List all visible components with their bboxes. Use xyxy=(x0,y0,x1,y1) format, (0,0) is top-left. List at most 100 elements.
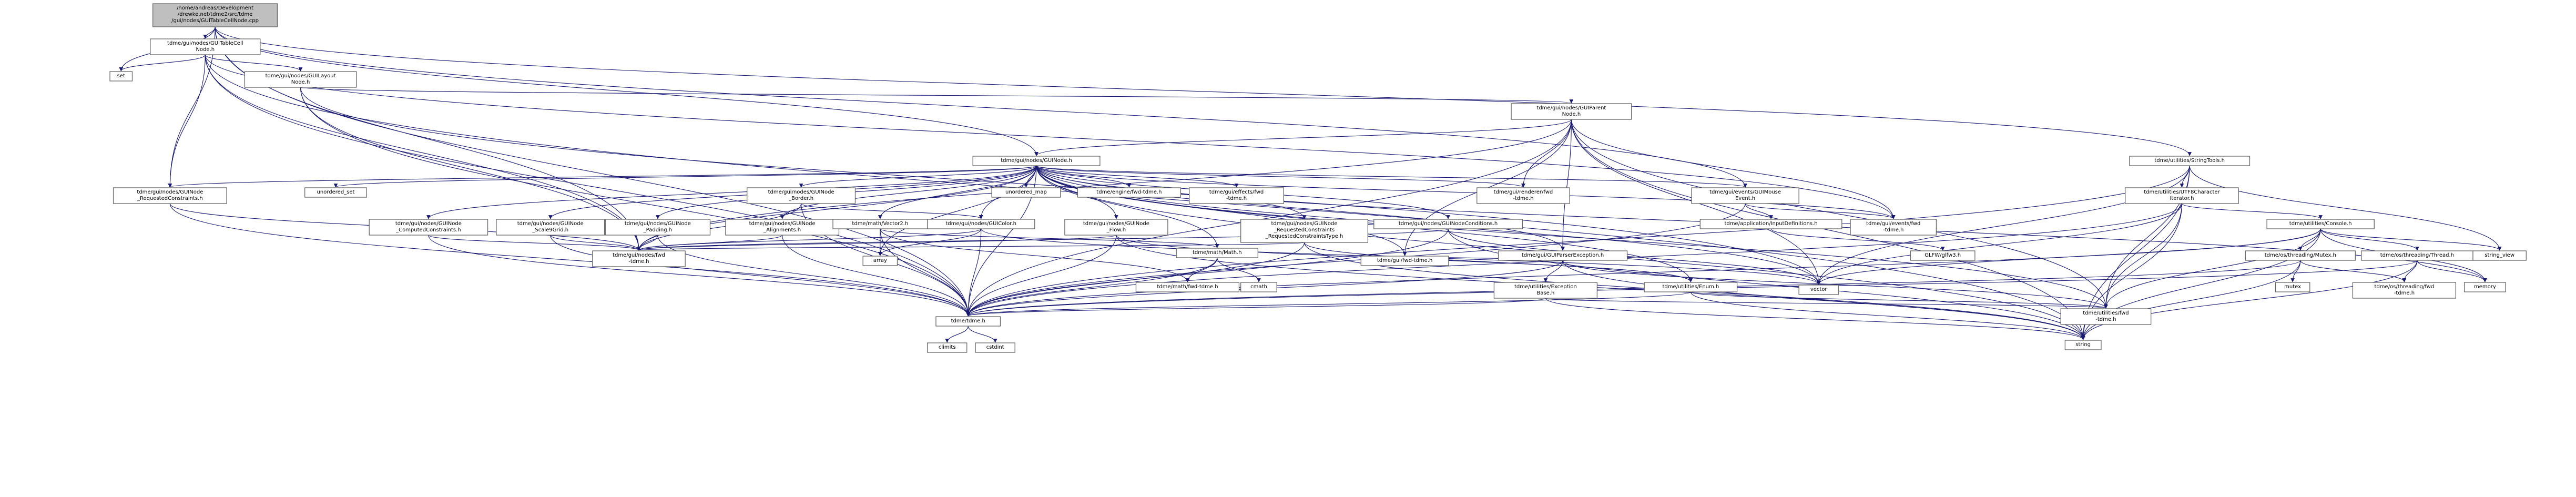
node-box xyxy=(1240,219,1369,243)
node-box xyxy=(1360,256,1449,266)
node-label: tdme/gui/nodes/GUINode xyxy=(625,221,691,227)
graph-node-reqcontype[interactable]: tdme/gui/nodes/GUINode_RequestedConstrai… xyxy=(1240,219,1369,243)
graph-node-nodeconds[interactable]: tdme/gui/nodes/GUINodeConditions.h xyxy=(1373,219,1523,229)
node-label: mutex xyxy=(2284,284,2301,290)
graph-node-mathfwd[interactable]: tdme/math/fwd-tdme.h xyxy=(1135,282,1240,292)
edge-inputdefs-to-glfw xyxy=(1770,228,1945,251)
node-box xyxy=(605,219,711,236)
node-box xyxy=(1644,282,1738,292)
node-box xyxy=(1511,103,1632,120)
node-label: _RequestedConstraints.h xyxy=(137,196,203,201)
edge-root-to-nodesfwd xyxy=(215,26,641,251)
node-label: -tdme.h xyxy=(1226,196,1247,201)
edge-exbase-to-utilfwd xyxy=(1545,298,2107,309)
edge-guicolor-to-array xyxy=(878,228,982,256)
node-label: tdme/gui/nodes/GUINode xyxy=(137,189,203,195)
graph-node-eventsfwd[interactable]: tdme/gui/events/fwd-tdme.h xyxy=(1850,219,1937,236)
graph-node-console[interactable]: tdme/utilities/Console.h xyxy=(2266,219,2375,229)
node-label: tdme/gui/GUIParserException.h xyxy=(1522,252,1604,258)
edge-guinode-to-rendererfwd xyxy=(1036,165,1525,188)
node-label: array xyxy=(873,258,887,263)
graph-node-tablecell[interactable]: tdme/gui/nodes/GUITableCellNode.h xyxy=(150,38,261,55)
graph-node-mutex_h[interactable]: tdme/os/threading/Mutex.h xyxy=(2245,250,2356,261)
node-label: unordered_set xyxy=(317,189,355,195)
node-label: -tdme.h xyxy=(1513,196,1533,201)
edge-root-to-guinode xyxy=(215,26,1038,156)
edge-layout-to-vector xyxy=(300,87,1821,285)
edge-parent-to-parserexc xyxy=(1561,119,1572,251)
graph-node-guinode[interactable]: tdme/gui/nodes/GUINode.h xyxy=(972,156,1101,166)
node-box xyxy=(2060,308,2152,325)
graph-node-nodesfwd[interactable]: tdme/gui/nodes/fwd-tdme.h xyxy=(592,250,686,267)
edge-tablecell-to-nodesfwd xyxy=(205,54,641,251)
graph-node-compcons[interactable]: tdme/gui/nodes/GUINode_ComputedConstrain… xyxy=(369,219,488,236)
node-label: tdme/gui/events/GUIMouse xyxy=(1709,189,1781,195)
graph-node-flow[interactable]: tdme/gui/nodes/GUINode_Flow.h xyxy=(1064,219,1168,236)
node-label: tdme/gui/renderer/fwd xyxy=(1494,189,1553,195)
node-label: tdme/gui/nodes/GUINode.h xyxy=(1001,158,1072,164)
graph-node-guifwd[interactable]: tdme/gui/fwd-tdme.h xyxy=(1360,256,1449,266)
graph-node-unordered_map: unordered_map xyxy=(991,187,1061,198)
node-box xyxy=(113,187,227,204)
graph-node-parserexc[interactable]: tdme/gui/GUIParserException.h xyxy=(1498,250,1628,261)
graph-node-vector2[interactable]: tdme/math/Vector2.h xyxy=(832,219,928,229)
edge-guinode-to-reqcons xyxy=(168,165,1037,188)
node-label: string_view xyxy=(2485,252,2514,258)
node-box xyxy=(747,187,856,204)
edge-math-to-cmath xyxy=(1217,257,1261,282)
node-box xyxy=(109,71,133,82)
edge-stringtools-to-string_view xyxy=(2189,165,2502,251)
node-box xyxy=(2275,282,2310,292)
edge-console-to-utilfwd xyxy=(2104,228,2321,309)
graph-node-threadingfwd[interactable]: tdme/os/threading/fwd-tdme.h xyxy=(2352,282,2457,299)
edges-layer xyxy=(119,26,2502,343)
graph-node-enum[interactable]: tdme/utilities/Enum.h xyxy=(1644,282,1738,292)
edge-guinode-to-mouseevent xyxy=(1036,165,1747,188)
graph-node-root[interactable]: /home/andreas/Development/drewke.net/tdm… xyxy=(152,3,278,27)
node-label: tdme/gui/nodes/GUINode xyxy=(395,221,462,227)
graph-node-utilfwd[interactable]: tdme/utilities/fwd-tdme.h xyxy=(2060,308,2152,325)
graph-node-alignments[interactable]: tdme/gui/nodes/GUINode_Alignments.h xyxy=(725,219,840,236)
node-box xyxy=(2464,282,2506,292)
edge-math-to-mathfwd xyxy=(1185,257,1218,282)
node-label: tdme/gui/nodes/GUIColor.h xyxy=(945,221,1016,227)
graph-node-guicolor[interactable]: tdme/gui/nodes/GUIColor.h xyxy=(926,219,1035,229)
edge-guinode-to-unordered_set xyxy=(334,165,1037,188)
node-box xyxy=(1699,219,1842,229)
node-label: _RequestedConstraintsType.h xyxy=(1265,234,1343,239)
graph-node-tdmeh[interactable]: tdme/tdme.h xyxy=(935,316,1001,327)
edge-root-to-tdmeh xyxy=(215,26,971,317)
node-label: tdme/utilities/Enum.h xyxy=(1662,284,1719,290)
graph-node-inputdefs[interactable]: tdme/application/InputDefinitions.h xyxy=(1699,219,1842,229)
graph-node-reqcons[interactable]: tdme/gui/nodes/GUINode_RequestedConstrai… xyxy=(113,187,227,204)
graph-node-scale9[interactable]: tdme/gui/nodes/GUINode_Scale9Grid.h xyxy=(496,219,605,236)
node-label: tdme/application/InputDefinitions.h xyxy=(1725,221,1818,227)
graph-node-math[interactable]: tdme/math/Math.h xyxy=(1176,248,1258,258)
graph-node-border[interactable]: tdme/gui/nodes/GUINode_Border.h xyxy=(747,187,856,204)
edge-mutex_h-to-string xyxy=(2081,260,2301,340)
edge-tablecell-to-reqcons xyxy=(168,54,206,188)
edge-scale9-to-tdmeh xyxy=(550,235,970,317)
edge-stringtools-to-tdmeh xyxy=(966,165,2190,317)
graph-node-thread_h[interactable]: tdme/os/threading/Thread.h xyxy=(2361,250,2473,261)
node-label: _Scale9Grid.h xyxy=(532,227,568,233)
graph-node-stringtools[interactable]: tdme/utilities/StringTools.h xyxy=(2129,156,2251,166)
edge-exbase-to-string xyxy=(1545,298,2085,340)
graph-node-rendererfwd[interactable]: tdme/gui/renderer/fwd-tdme.h xyxy=(1477,187,1570,204)
edge-guicolor-to-nodesfwd xyxy=(637,228,982,251)
node-box xyxy=(1077,187,1182,198)
edge-compcons-to-nodesfwd xyxy=(428,235,641,251)
node-box xyxy=(1798,285,1839,295)
graph-node-padding[interactable]: tdme/gui/nodes/GUINode_Padding.h xyxy=(605,219,711,236)
graph-node-effectsfwd[interactable]: tdme/gui/effects/fwd-tdme.h xyxy=(1189,187,1284,204)
edge-mutex_h-to-tdmeh xyxy=(966,260,2301,317)
node-box xyxy=(152,3,278,27)
edge-stringtools-to-utilfwd xyxy=(2104,165,2190,309)
graph-node-engfwd[interactable]: tdme/engine/fwd-tdme.h xyxy=(1077,187,1182,198)
